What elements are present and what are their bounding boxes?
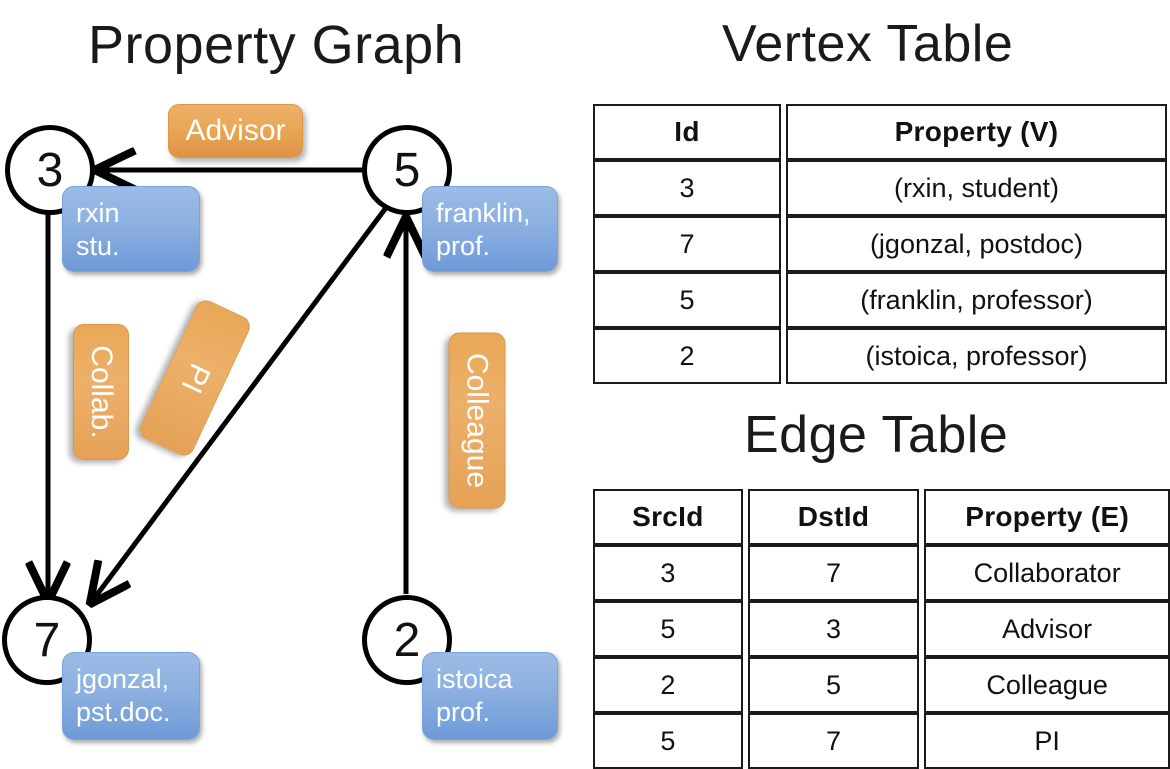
graph-node-5[interactable]: 5 [362,125,452,215]
vertex-property-line-1: istoica [436,664,513,694]
graph-node-7-label: 7 [33,613,61,667]
vertex-property-box-7[interactable]: jgonzal, pst.doc. [62,652,200,740]
edge-cell-property: Collaborator [924,545,1170,601]
vertex-cell-id: 7 [593,216,781,272]
graph-node-2-label: 2 [393,613,421,667]
vertex-property-line-2: prof. [436,230,491,261]
graph-node-5-label: 5 [393,143,421,197]
graph-node-2[interactable]: 2 [362,595,452,685]
edge-cell-dstid: 3 [747,601,920,657]
vertex-property-line-1: rxin [76,198,120,228]
vertex-property-box-2[interactable]: istoica prof. [422,652,558,740]
table-row[interactable]: 5 (franklin, professor) [593,272,1167,328]
vertex-property-line-2: prof. [436,696,491,727]
vertex-cell-property: (jgonzal, postdoc) [786,216,1167,272]
vertex-cell-id: 2 [593,328,781,384]
vertex-property-line-1: franklin, [436,198,531,228]
vertex-cell-property: (istoica, professor) [786,328,1167,384]
vertex-property-line-2: pst.doc. [76,696,171,727]
edge-cell-property: PI [924,713,1170,769]
edge-cell-srcid: 5 [593,601,743,657]
vertex-col-header-id: Id [593,104,781,160]
edge-label-advisor[interactable]: Advisor [168,104,303,158]
table-row[interactable]: 3 7 Collaborator [593,545,1170,601]
edge-label-colleague-text: Colleague [461,352,494,489]
table-row[interactable]: 5 3 Advisor [593,601,1170,657]
edge-col-header-dstid: DstId [747,489,920,545]
table-header-row: Id Property (V) [593,104,1167,160]
edge-cell-dstid: 7 [747,545,920,601]
vertex-cell-property: (rxin, student) [786,160,1167,216]
table-row[interactable]: 3 (rxin, student) [593,160,1167,216]
table-row[interactable]: 2 (istoica, professor) [593,328,1167,384]
page-title-edge-table: Edge Table [744,406,1009,464]
table-row[interactable]: 7 (jgonzal, postdoc) [593,216,1167,272]
page-title-vertex-table: Vertex Table [722,15,1014,73]
table-row[interactable]: 2 5 Colleague [593,657,1170,713]
edge-col-header-srcid: SrcId [593,489,743,545]
vertex-table: Id Property (V) 3 (rxin, student) 7 (jgo… [593,104,1167,384]
edge-cell-srcid: 2 [593,657,743,713]
edge-cell-srcid: 5 [593,713,743,769]
edge-cell-dstid: 5 [747,657,920,713]
edge-label-collab-text: Collab. [85,345,118,439]
edge-cell-property: Advisor [924,601,1170,657]
page-title-property-graph: Property Graph [88,15,465,75]
edge-cell-dstid: 7 [747,713,920,769]
graph-node-3-label: 3 [36,143,64,197]
vertex-property-line-1: jgonzal, [76,664,170,694]
property-graph-diagram: Property Graph [0,0,585,760]
edge-cell-srcid: 3 [593,545,743,601]
vertex-cell-property: (franklin, professor) [786,272,1167,328]
edge-label-colleague[interactable]: Colleague [448,332,506,509]
edge-label-advisor-text: Advisor [185,114,286,147]
edge-label-collab[interactable]: Collab. [73,324,129,460]
edge-cell-property: Colleague [924,657,1170,713]
edge-table: SrcId DstId Property (E) 3 7 Collaborato… [593,489,1170,769]
edge-label-pi-text: PI [174,358,217,399]
vertex-property-box-3[interactable]: rxin stu. [62,186,200,272]
graph-edges-svg [0,0,585,760]
table-header-row: SrcId DstId Property (E) [593,489,1170,545]
edge-col-header-property: Property (E) [924,489,1170,545]
vertex-col-header-property: Property (V) [786,104,1167,160]
vertex-property-box-5[interactable]: franklin, prof. [422,186,558,272]
vertex-property-line-2: stu. [76,230,120,261]
vertex-cell-id: 5 [593,272,781,328]
vertex-cell-id: 3 [593,160,781,216]
edge-arrow-5-to-7 [93,203,391,600]
table-row[interactable]: 5 7 PI [593,713,1170,769]
